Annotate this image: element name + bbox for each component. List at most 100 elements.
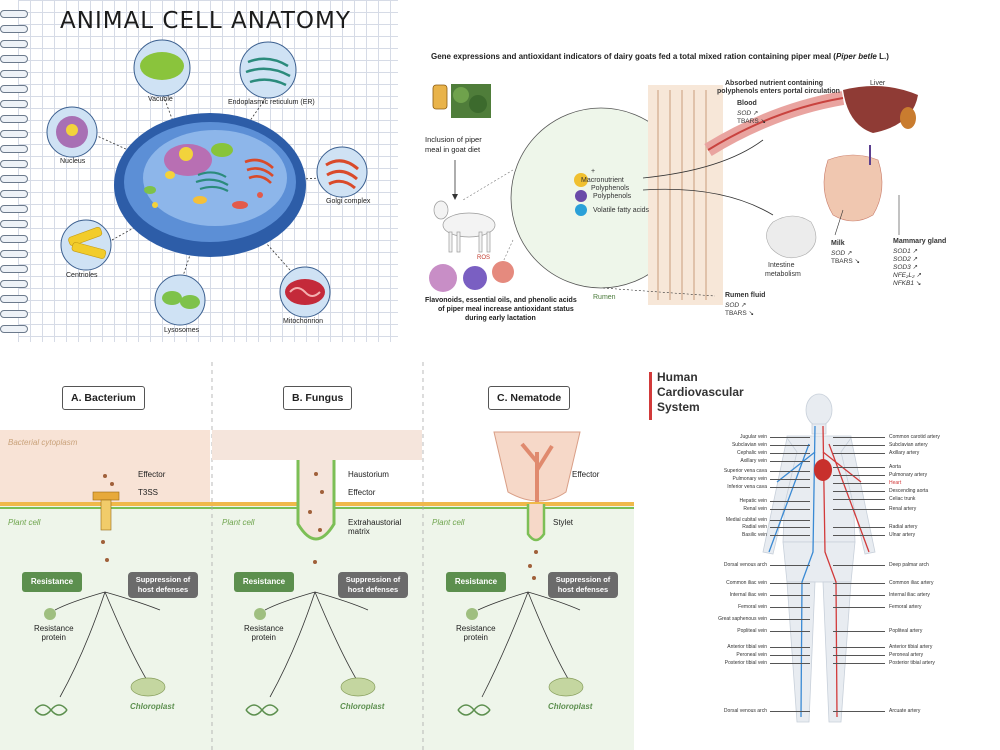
artery-label: Heart [889, 480, 902, 486]
artery-label: Renal artery [889, 506, 917, 512]
leader-line [833, 595, 885, 596]
vfa-label: Volatile fatty acids [593, 207, 650, 214]
extrahaustorial-label-2: matrix [348, 527, 370, 536]
leader-line [833, 607, 885, 608]
rumen-fluid-sod: SOD ↗ [725, 302, 747, 309]
milk-sod-label: SOD ↗ [831, 250, 853, 257]
flavonoids-label-3: during early lactation [465, 315, 536, 322]
effector-label-c: Effector [572, 470, 600, 479]
leader-line [833, 475, 885, 476]
vein-label: Common iliac vein [726, 580, 767, 586]
absorbed-label-1: Absorbed nutrient containing [725, 80, 823, 87]
leader-line [770, 479, 810, 480]
title-accent-bar [649, 372, 652, 420]
spiral-ring [0, 250, 28, 258]
vein-label: Jugular vein [740, 434, 767, 440]
chloroplast-label-b: Chloroplast [340, 702, 385, 711]
vein-label: Peroneal vein [736, 652, 767, 658]
header-bacterium: A. Bacterium [62, 386, 145, 410]
spiral-ring [0, 310, 28, 318]
vein-label: Dorsal venous arch [723, 708, 767, 714]
resistance-box-c: Resistance [446, 572, 506, 592]
artery-label: Pulmonary artery [889, 472, 928, 478]
vein-label: Inferior vena cava [727, 484, 767, 490]
vein-label: Dorsal venous arch [723, 562, 767, 568]
nucleus-label: Nucleus [60, 158, 86, 165]
spiral-ring [0, 205, 28, 213]
leader-line [833, 711, 885, 712]
header-nematode: C. Nematode [488, 386, 571, 410]
leader-line [770, 509, 810, 510]
bacterial-cytoplasm-label: Bacterial cytoplasm [8, 438, 78, 447]
leader-line [833, 655, 885, 656]
plant-cell-label-a: Plant cell [8, 518, 41, 527]
vein-label: Femoral vein [738, 604, 767, 610]
vacuole-label: Vacuole [148, 96, 173, 103]
blood-sod-label: SOD ↗ [737, 110, 759, 117]
leader-line [770, 619, 810, 620]
leader-line [770, 595, 810, 596]
leader-line [833, 445, 885, 446]
inclusion-label-2: meal in goat diet [425, 145, 481, 154]
artery-label: Peroneal artery [889, 652, 924, 658]
artery-label: Aorta [889, 464, 901, 470]
leader-line [770, 445, 810, 446]
mitochondrion-label: Mitochonrion [283, 318, 324, 325]
spiral-ring [0, 85, 28, 93]
intestine-label-1: Intestine [768, 262, 795, 269]
leader-line [770, 501, 810, 502]
artery-label: Celiac trunk [889, 496, 916, 502]
leader-line [833, 535, 885, 536]
leader-line [770, 453, 810, 454]
leader-line [770, 631, 810, 632]
effector-label-a: Effector [138, 470, 166, 479]
artery-label: Radial artery [889, 524, 918, 530]
leader-line [770, 471, 810, 472]
artery-label: Anterior tibial artery [889, 644, 933, 650]
milk-label: Milk [831, 240, 845, 247]
plus-label: + [591, 168, 596, 175]
cell-title: ANIMAL CELL ANATOMY [60, 8, 351, 34]
intestine-label-2: metabolism [765, 271, 801, 278]
leader-line [833, 491, 885, 492]
polyphenols-label: Polyphenols [591, 185, 630, 192]
artery-label: Descending aorta [889, 488, 929, 494]
spiral-ring [0, 265, 28, 273]
spiral-ring [0, 115, 28, 123]
artery-label: Common iliac artery [889, 580, 934, 586]
header-fungus: B. Fungus [283, 386, 353, 410]
vein-label: Popliteal vein [737, 628, 767, 634]
blood-label: Blood [737, 100, 757, 107]
leader-line [833, 499, 885, 500]
plant-cell-label-c: Plant cell [432, 518, 465, 527]
resistance-box-a: Resistance [22, 572, 82, 592]
leader-line [833, 509, 885, 510]
leader-line [770, 527, 810, 528]
goat-title: Gene expressions and antioxidant indicat… [431, 52, 889, 61]
spiral-ring [0, 280, 28, 288]
animal-cell-illustration [46, 39, 368, 326]
resistance-box-b: Resistance [234, 572, 294, 592]
leader-line [770, 607, 810, 608]
milk-tbars-label: TBARS ↘ [831, 258, 860, 265]
spiral-ring [0, 100, 28, 108]
t3ss-label: T3SS [138, 488, 159, 497]
er-label: Endoplasmic reticulum (ER) [228, 99, 315, 106]
leader-line [833, 565, 885, 566]
vein-label: Internal iliac vein [729, 592, 767, 598]
vein-label: Medial cubital vein [725, 517, 767, 523]
leader-line [770, 487, 810, 488]
chloroplast-label-c: Chloroplast [548, 702, 593, 711]
stylet-label: Stylet [553, 518, 574, 527]
leader-line [833, 467, 885, 468]
leader-line [770, 583, 810, 584]
leader-line [770, 663, 810, 664]
centrioles-label: Centrioles [66, 272, 98, 279]
leader-line [833, 631, 885, 632]
